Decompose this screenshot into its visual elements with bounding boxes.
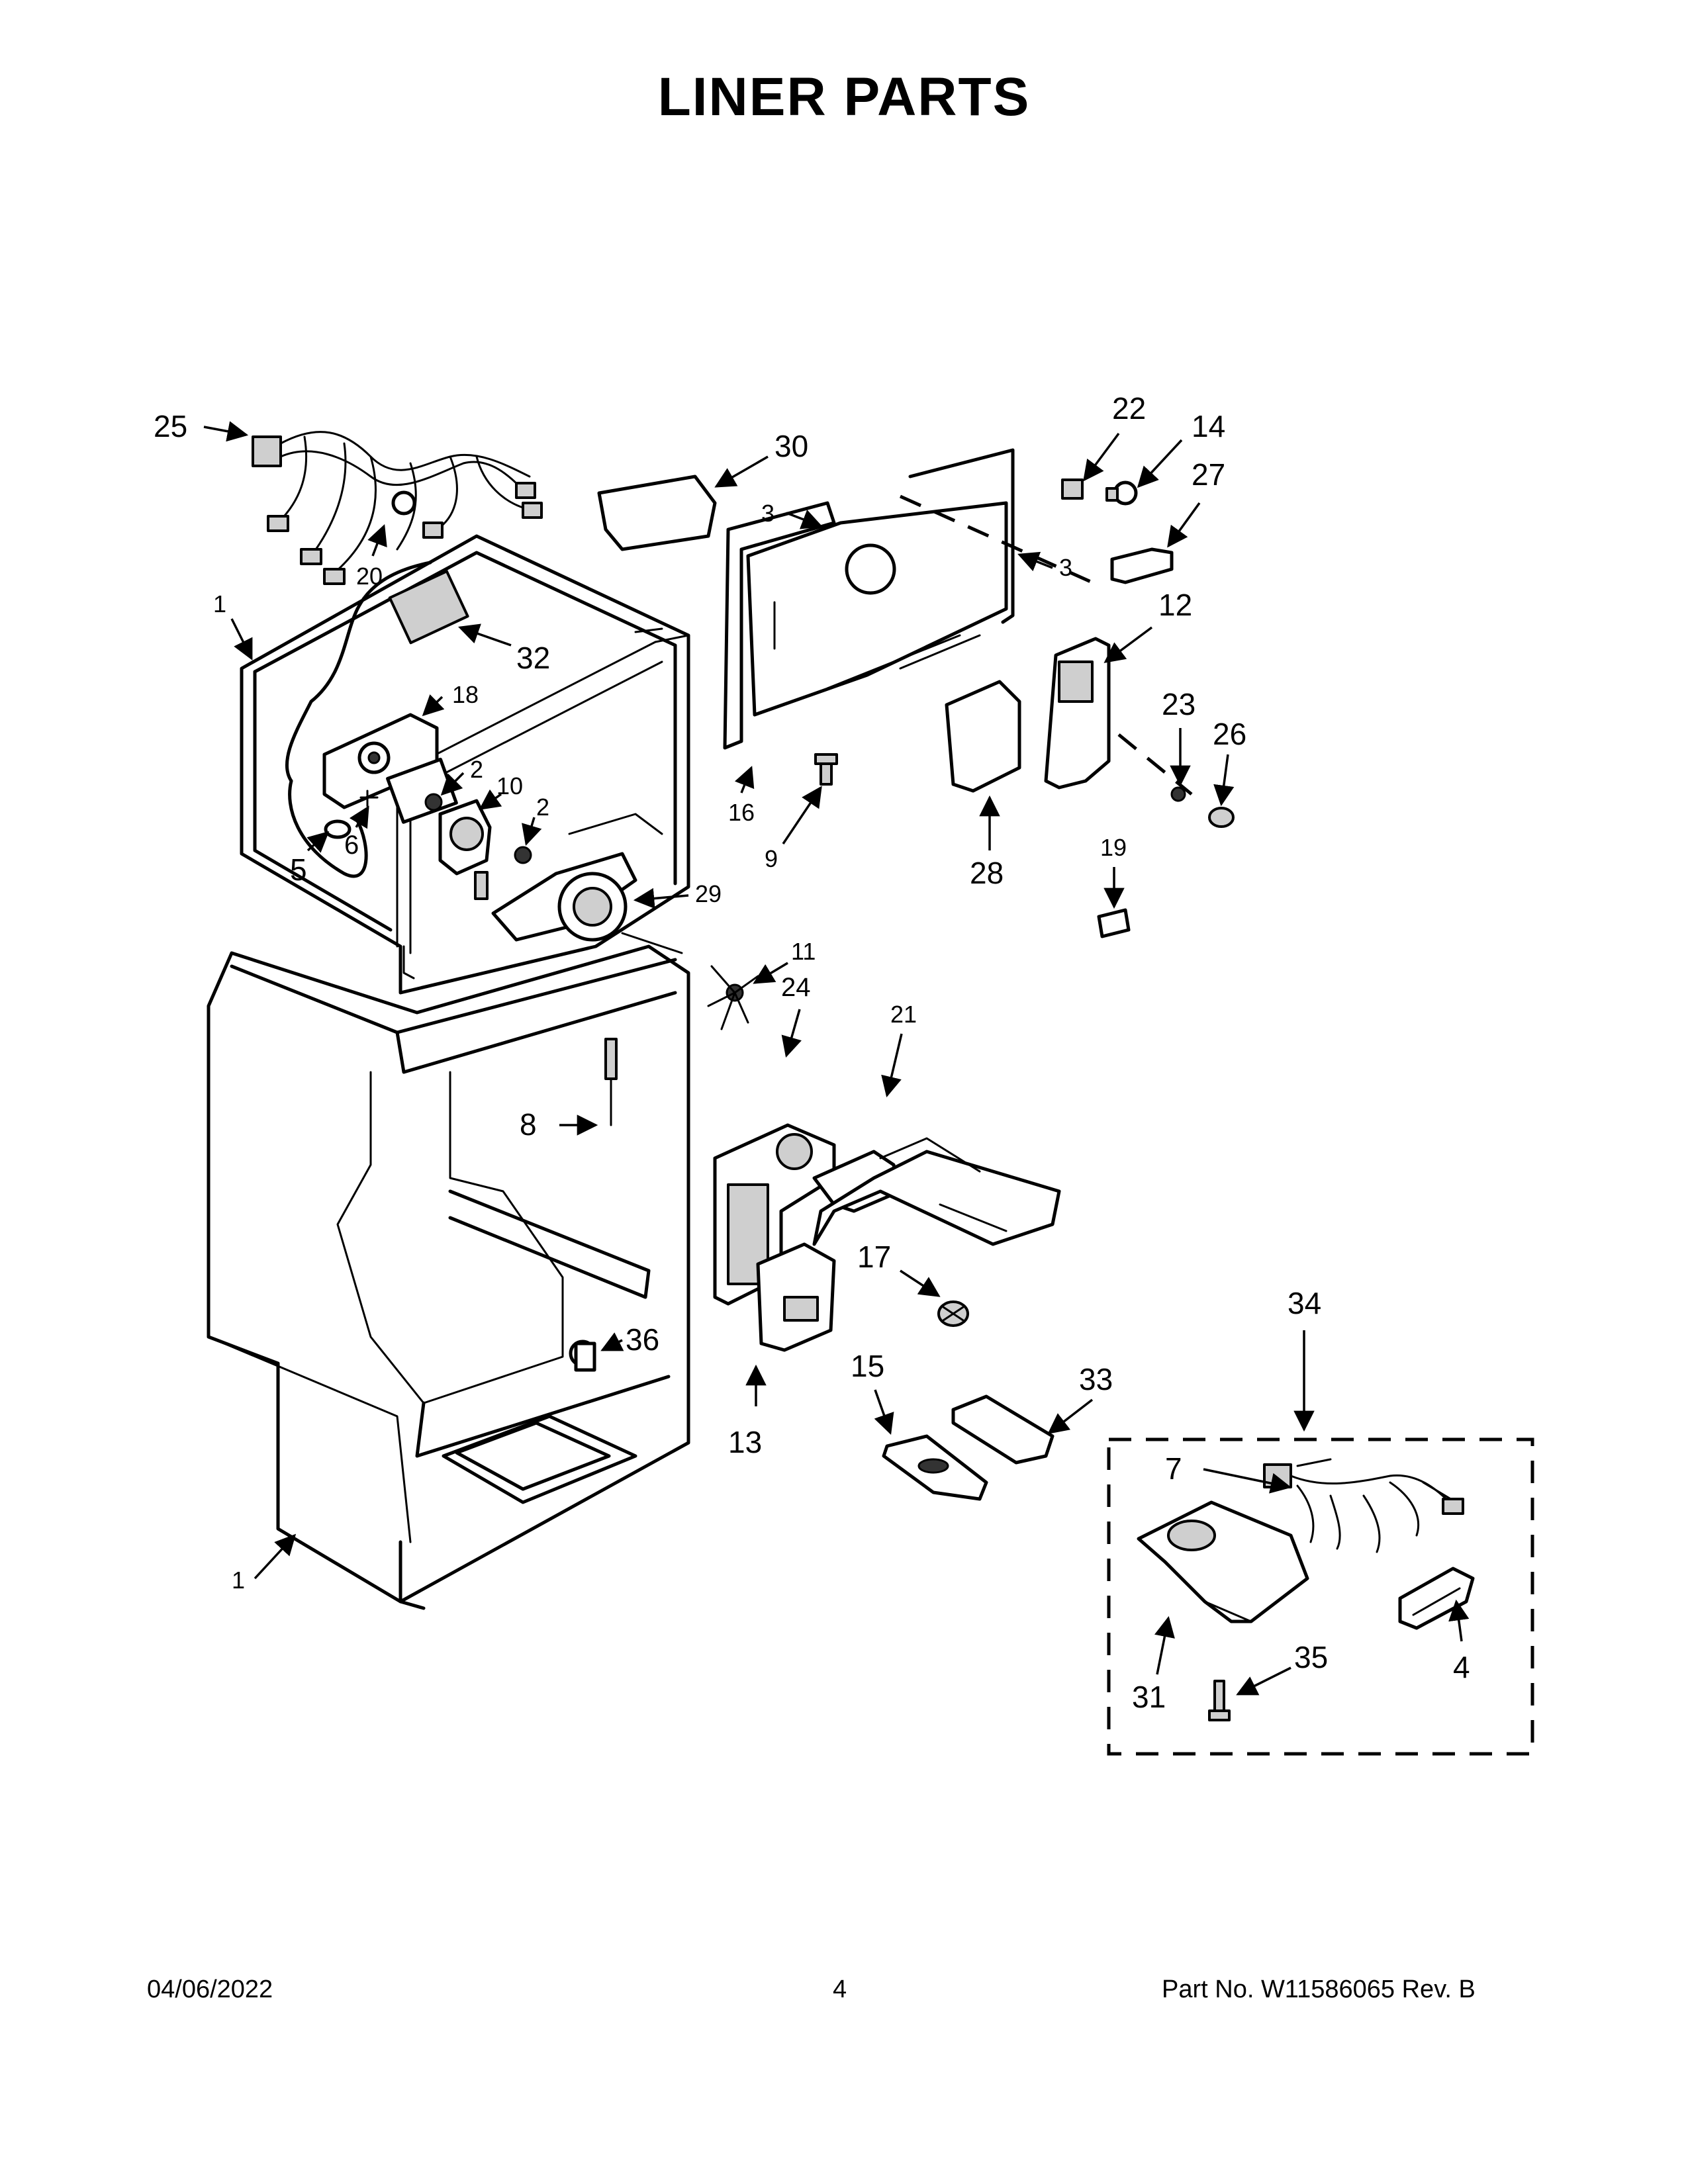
control-panel-part-12: [1044, 637, 1111, 790]
light-shield-part-27: [1110, 547, 1174, 584]
callout-2-a: 2: [470, 756, 483, 783]
divider-cap-part-30: [597, 475, 717, 551]
light-bulb-part-14: [1105, 480, 1138, 506]
damper-part-19: [1097, 908, 1131, 938]
callout-14: 14: [1192, 409, 1225, 443]
callout-25: 25: [154, 409, 187, 443]
callout-28: 28: [970, 856, 1004, 890]
wire-harness-part-7: [1263, 1458, 1464, 1553]
callout-16: 16: [728, 799, 755, 826]
callout-5: 5: [290, 852, 307, 887]
divider-frame-part-16: [723, 448, 1015, 750]
callout-9: 9: [765, 845, 778, 872]
lamp-socket-part-15: [882, 1434, 988, 1501]
control-kit-box-part-34: [1107, 1437, 1534, 1756]
callout-26: 26: [1213, 717, 1246, 751]
callout-7: 7: [1165, 1451, 1182, 1486]
control-housing-part-31: [1137, 1500, 1309, 1623]
callout-6: 6: [344, 831, 359, 860]
screw-part-35: [1208, 1680, 1231, 1721]
callout-12: 12: [1158, 588, 1192, 622]
wire-harness-part-25: [252, 431, 543, 585]
thermistor-part-22: [1061, 478, 1084, 500]
callout-17: 17: [857, 1240, 891, 1274]
footer-part-number: Part No. W11586065 Rev. B: [1162, 1976, 1476, 2003]
grommet-part-36: [574, 1342, 596, 1372]
callout-8: 8: [520, 1107, 537, 1142]
callout-11: 11: [791, 938, 816, 965]
footer-date: 04/06/2022: [147, 1976, 273, 2003]
knob-part-26: [1208, 807, 1235, 828]
callout-1-bottom: 1: [232, 1567, 245, 1594]
leader-lines: [203, 421, 1470, 1696]
duct-part-28: [945, 680, 1021, 793]
callout-23: 23: [1162, 687, 1196, 721]
callout-22: 22: [1112, 391, 1146, 426]
callout-3-b: 3: [1059, 554, 1072, 581]
callout-19: 19: [1100, 834, 1127, 861]
knob-part-17: [937, 1300, 969, 1327]
callout-13: 13: [728, 1425, 762, 1459]
evaporator-cover-part-29: [491, 813, 683, 954]
control-board-part-4: [1398, 1567, 1475, 1630]
callout-3-a: 3: [761, 500, 774, 527]
light-lens-part-33: [951, 1394, 1055, 1465]
screw-part-9: [814, 753, 838, 786]
callout-36: 36: [626, 1322, 659, 1357]
callout-18: 18: [452, 681, 479, 708]
fan-blade-part-11: [707, 965, 759, 1030]
footer-page-number: 4: [833, 1976, 847, 2003]
screw-part-23: [1170, 786, 1186, 802]
callout-1-top: 1: [213, 590, 226, 617]
callout-labels: 25 20 1 32 18 2 10 2 6 5 29 30 3 3 16 9 …: [154, 391, 1470, 1714]
callout-33: 33: [1079, 1362, 1113, 1396]
callout-27: 27: [1192, 457, 1225, 492]
fan-motor-assembly: [322, 713, 532, 900]
callout-31: 31: [1132, 1680, 1166, 1714]
cover-part-13: [756, 1242, 836, 1352]
callout-30: 30: [774, 429, 808, 463]
callout-4: 4: [1453, 1650, 1470, 1684]
callout-29: 29: [695, 880, 722, 907]
callout-2-b: 2: [536, 794, 549, 821]
callout-34: 34: [1288, 1286, 1321, 1320]
callout-24: 24: [781, 973, 811, 1002]
callout-10: 10: [496, 772, 523, 799]
page-title: LINER PARTS: [657, 67, 1031, 127]
bracket-part-21: [812, 1137, 1061, 1246]
callout-35: 35: [1294, 1640, 1328, 1674]
sensor-part-8: [604, 1038, 618, 1126]
callout-32: 32: [516, 641, 550, 675]
callout-15: 15: [851, 1349, 884, 1383]
callout-20: 20: [356, 563, 383, 590]
callout-21: 21: [890, 1001, 917, 1028]
